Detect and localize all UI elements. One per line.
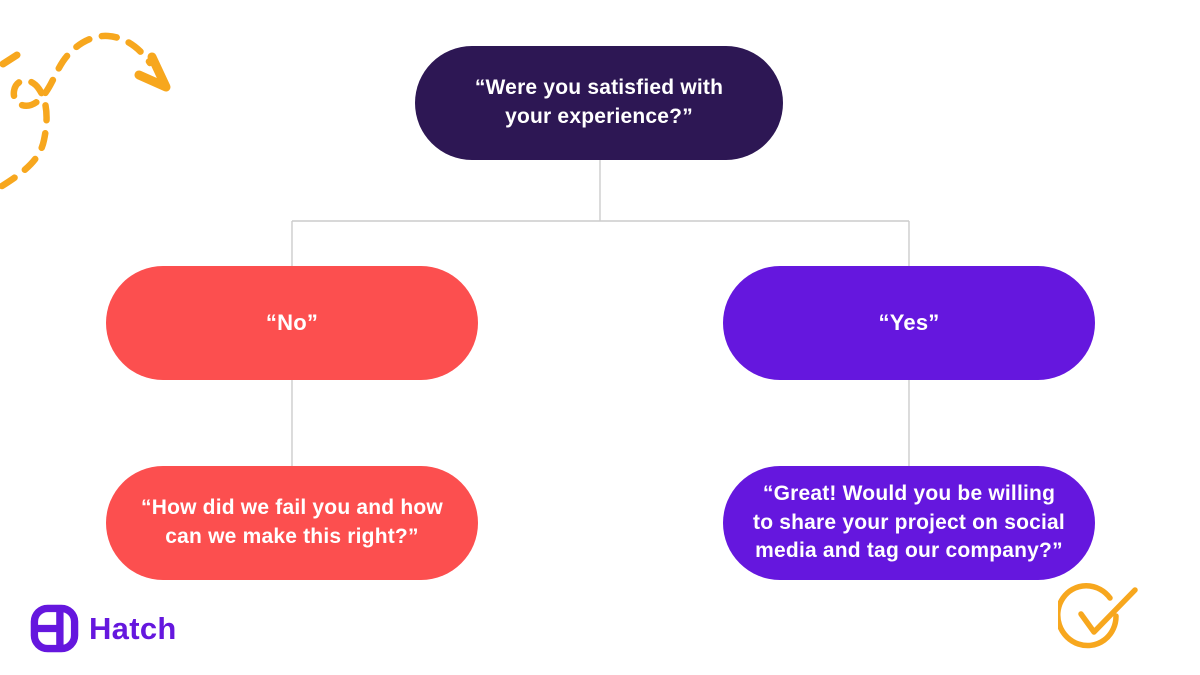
hatch-logo-text: Hatch: [89, 610, 177, 646]
flow-node-question: “Were you satisfied with your experience…: [415, 46, 783, 160]
flow-node-no-followup: “How did we fail you and how can we make…: [106, 466, 478, 580]
flow-node-no-followup-label: “How did we fail you and how can we make…: [141, 496, 443, 548]
hatch-logo: Hatch: [30, 604, 177, 653]
flow-node-yes: “Yes”: [723, 266, 1095, 380]
dashed-arrow-doodle-icon: [0, 32, 171, 190]
flow-node-no-label: “No”: [265, 309, 319, 335]
circled-checkmark-doodle-icon: [1058, 583, 1138, 649]
flow-node-yes-label: “Yes”: [878, 309, 940, 335]
flow-node-no: “No”: [106, 266, 478, 380]
flow-node-question-label: “Were you satisfied with your experience…: [474, 76, 724, 128]
flow-node-yes-followup-label: “Great! Would you be willing to share yo…: [753, 481, 1065, 563]
hatch-logo-icon: [30, 604, 79, 653]
flow-node-yes-followup: “Great! Would you be willing to share yo…: [723, 466, 1095, 580]
